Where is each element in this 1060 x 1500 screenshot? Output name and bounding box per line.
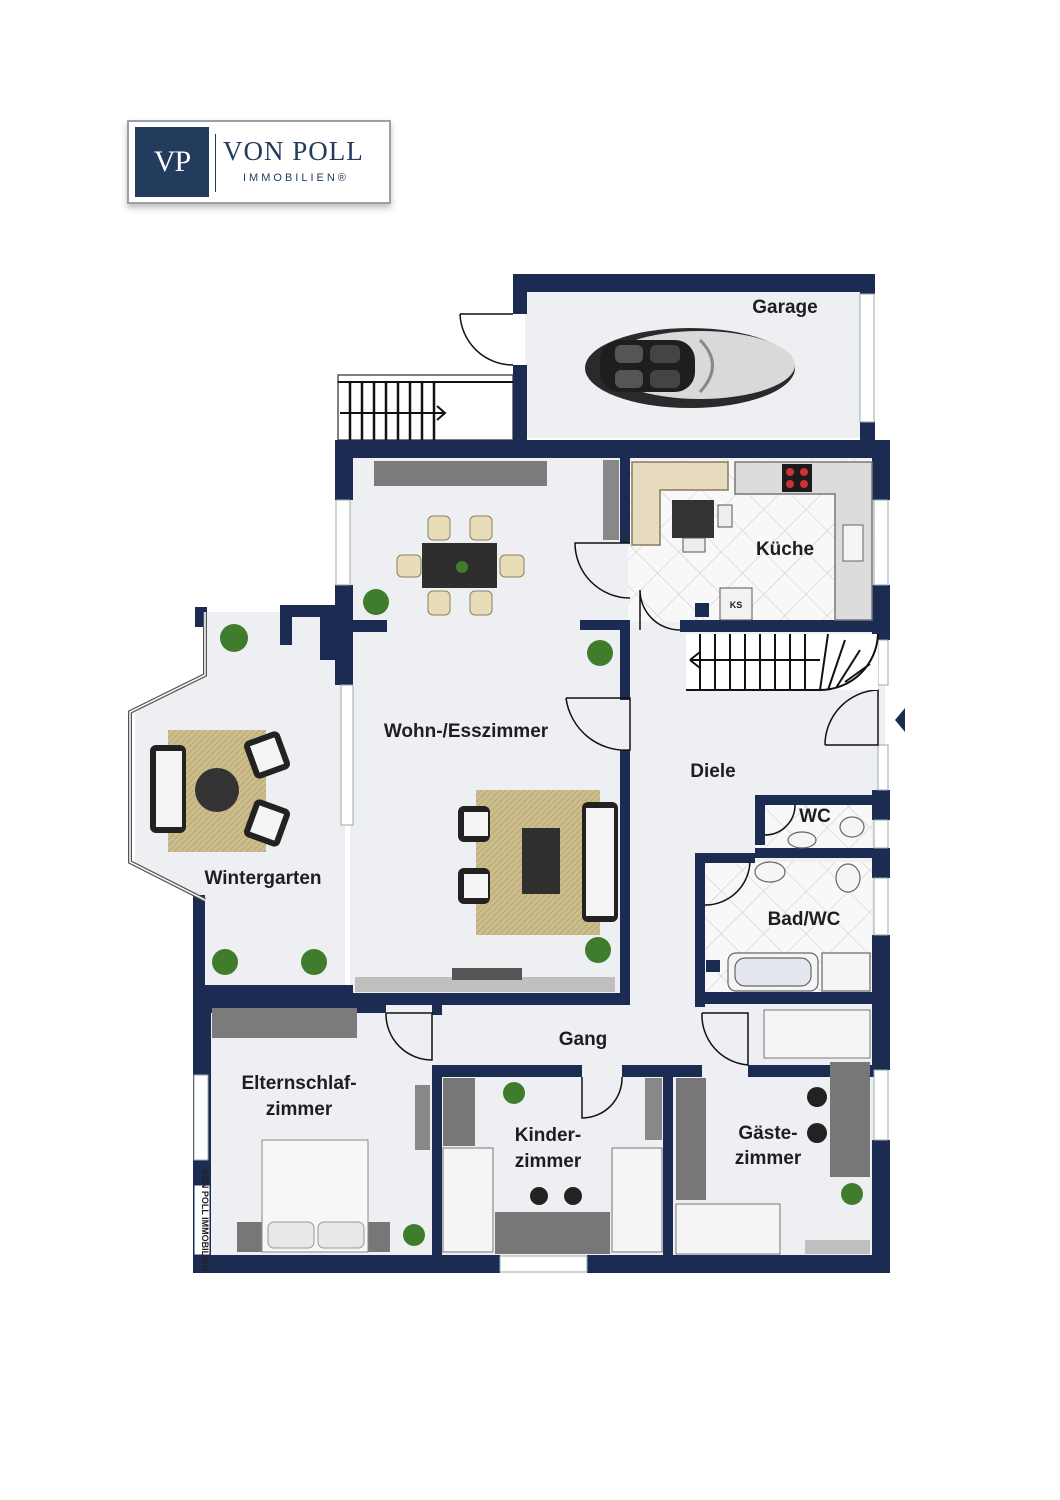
- label-gaeste-line1: Gäste-: [738, 1123, 797, 1144]
- label-diele: Diele: [690, 761, 735, 782]
- label-kinder-line2: zimmer: [515, 1151, 582, 1172]
- logo: VP VON POLL IMMOBILIEN®: [127, 120, 391, 204]
- label-kinder-line1: Kinder-: [515, 1125, 582, 1146]
- label-garage: Garage: [752, 297, 817, 318]
- kids-room-furniture: [442, 1078, 663, 1254]
- guest-room-furniture: [675, 1009, 871, 1255]
- label-bad: Bad/WC: [768, 909, 841, 930]
- kitchen-furniture: KS: [631, 461, 873, 621]
- label-kueche: Küche: [756, 539, 814, 560]
- label-wintergarten: Wintergarten: [204, 868, 321, 889]
- wintergarten-furniture: [150, 730, 291, 852]
- label-wc: WC: [799, 806, 831, 827]
- room-labels: Garage Küche Wohn-/Esszimmer Wintergarte…: [204, 297, 840, 1172]
- entrance-arrow-icon: [895, 708, 905, 732]
- sanitary-fixtures: [706, 816, 871, 992]
- parents-bedroom-furniture: VON POLL IMMOBILIEN: [193, 1008, 430, 1271]
- plant-icons: [212, 561, 863, 1246]
- label-gaeste-line2: zimmer: [735, 1148, 802, 1169]
- walls: [193, 274, 890, 1273]
- fridge-label: KS: [730, 600, 743, 610]
- logo-name: VON POLL: [223, 136, 364, 166]
- label-eltern-line1: Elternschlaf-: [241, 1073, 356, 1094]
- logo-divider: [215, 134, 216, 192]
- car-icon: [585, 328, 795, 408]
- label-wohnzimmer: Wohn-/Esszimmer: [384, 721, 549, 742]
- logo-mark: VP: [135, 127, 209, 197]
- label-gang: Gang: [559, 1029, 608, 1050]
- interior-stairs: [686, 633, 879, 691]
- corner-stamp: VON POLL IMMOBILIEN: [200, 1169, 210, 1271]
- windows: [128, 293, 889, 1273]
- doors: [385, 313, 879, 1119]
- exterior-stairs: [337, 374, 514, 441]
- logo-subtitle: IMMOBILIEN®: [243, 172, 349, 184]
- living-furniture: [355, 460, 619, 992]
- label-eltern-line2: zimmer: [266, 1099, 333, 1120]
